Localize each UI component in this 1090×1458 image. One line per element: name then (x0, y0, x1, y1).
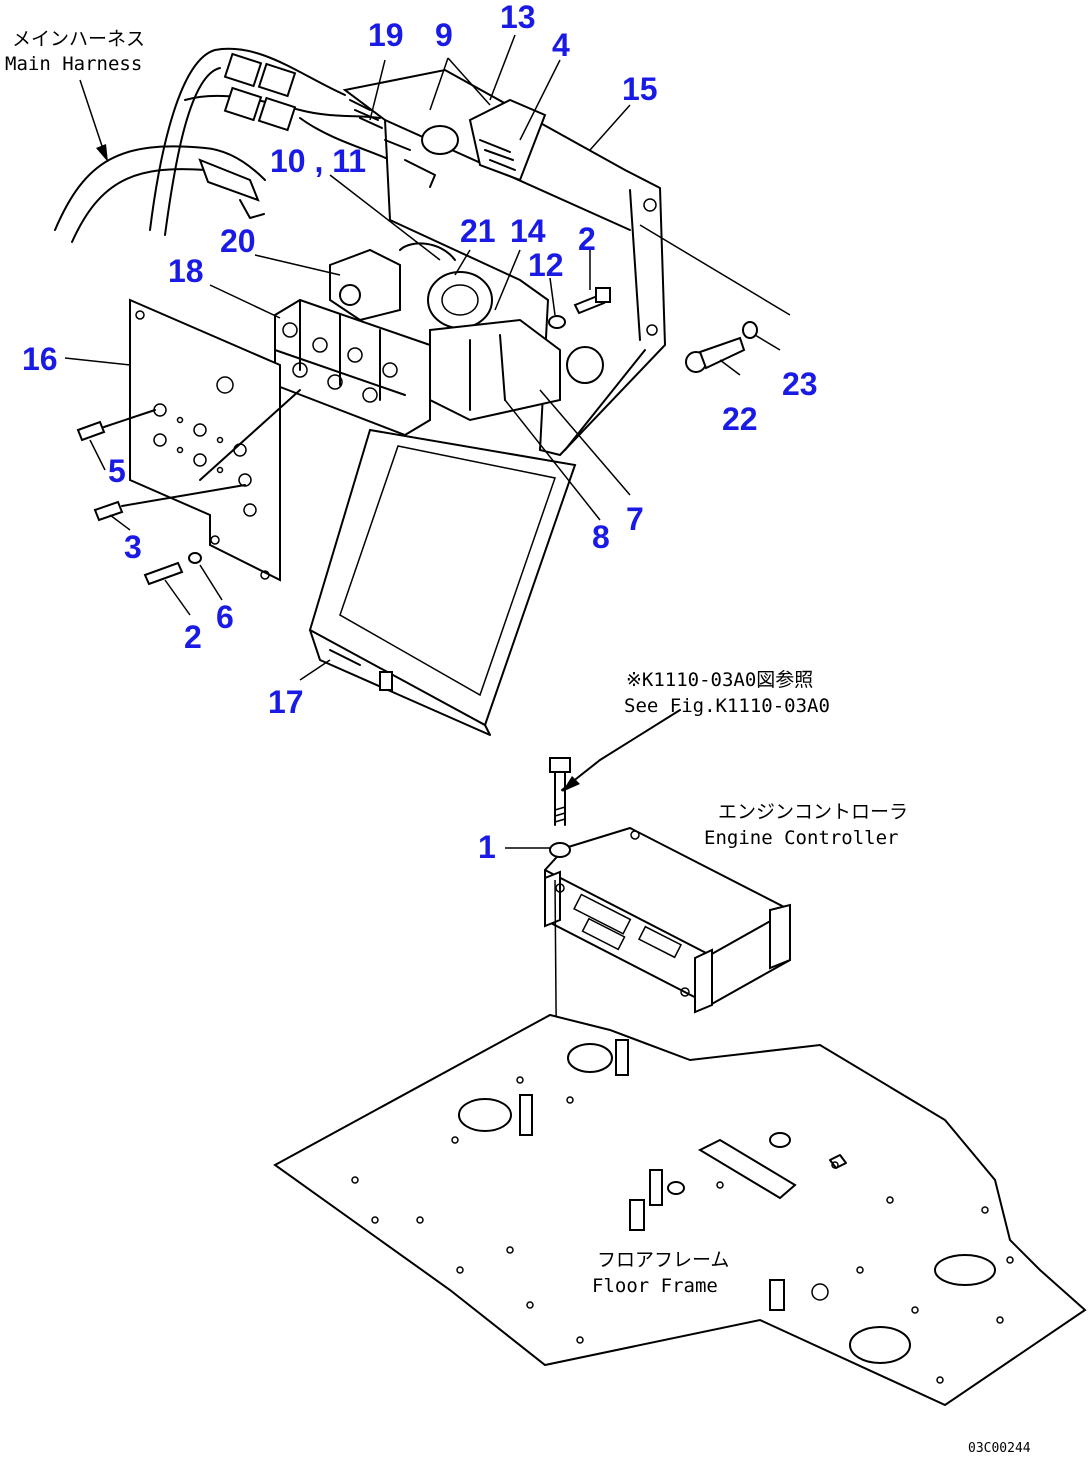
see-fig-label-jp: ※K1110-03A0図参照 (626, 669, 813, 691)
floor-frame-label-jp: フロアフレーム (597, 1249, 729, 1271)
see-fig-label-en: See Fig.K1110-03A0 (624, 695, 830, 717)
callout-12: 12 (528, 247, 564, 283)
callout-18: 18 (168, 253, 204, 289)
callout-20: 20 (220, 223, 256, 259)
cover-plate (129, 298, 281, 582)
engine-controller-label-jp: エンジンコントローラ (718, 801, 908, 823)
floor-frame (273, 1013, 1087, 1407)
main-harness-label-jp: メインハーネス (12, 28, 145, 50)
main-harness (54, 47, 391, 243)
callout-15: 15 (622, 71, 658, 107)
callout-23: 23 (782, 366, 818, 402)
switch-assembly (274, 242, 611, 437)
main-harness-label-en: Main Harness (5, 53, 142, 75)
callout-19: 19 (368, 17, 404, 53)
callout-8: 8 (592, 519, 610, 555)
callout-7: 7 (626, 501, 644, 537)
callout-14: 14 (510, 213, 546, 249)
engine-controller (544, 826, 791, 1014)
monitor-frame (308, 428, 577, 736)
callout-4: 4 (552, 27, 570, 63)
screws (76, 389, 301, 586)
drawing-code: 03C00244 (968, 1441, 1031, 1456)
bolt-washer-right (639, 224, 791, 373)
callout-9: 9 (435, 17, 453, 53)
callout-3: 3 (124, 529, 142, 565)
callout-22: 22 (722, 401, 758, 437)
callout-21: 21 (460, 213, 496, 249)
floor-frame-label-en: Floor Frame (592, 1275, 718, 1297)
callout-13: 13 (500, 0, 536, 35)
callout-5: 5 (108, 453, 126, 489)
engine-controller-label-en: Engine Controller (704, 827, 898, 849)
callout-10-11: 10 , 11 (270, 143, 366, 179)
callout-numbers: 19 9 13 4 15 10 , 11 21 14 2 12 20 18 16… (22, 0, 818, 865)
callout-2-lower: 2 (184, 619, 202, 655)
text-labels: メインハーネス Main Harness ※K1110-03A0図参照 See … (5, 28, 1031, 1456)
callout-1: 1 (478, 829, 496, 865)
callout-16: 16 (22, 341, 58, 377)
callout-17: 17 (268, 684, 304, 720)
callout-2-upper: 2 (578, 221, 596, 257)
leader-lines (64, 34, 781, 849)
callout-6: 6 (216, 599, 234, 635)
